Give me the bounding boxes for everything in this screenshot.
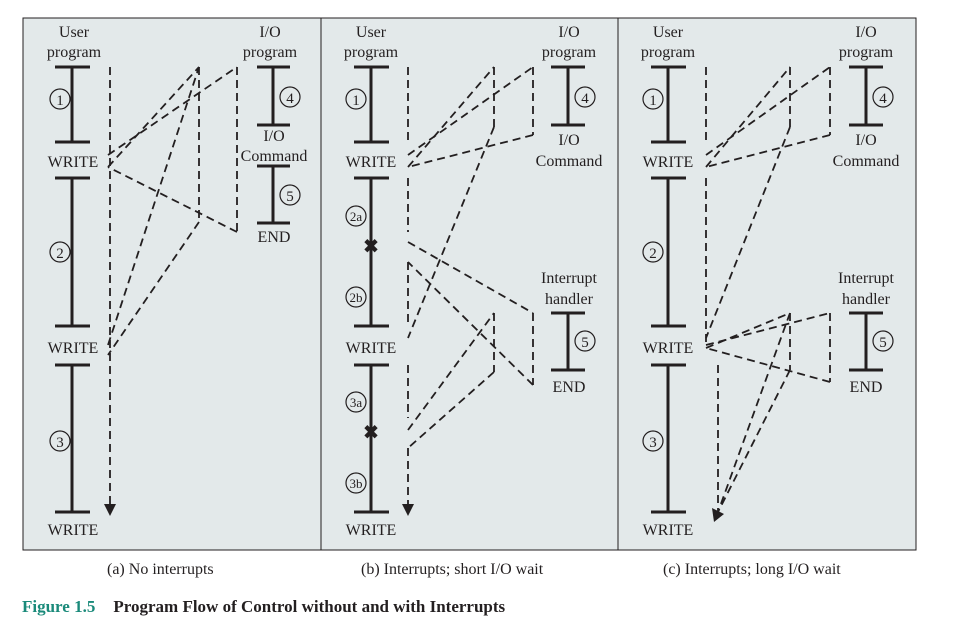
user-program-label-b-1: User — [356, 24, 387, 41]
io-command-label-a-2: Command — [241, 148, 308, 165]
flow-arrowhead-a — [104, 504, 116, 516]
panel-a: User program I/O program 1 2 3 4 5 WRITE… — [47, 24, 307, 539]
step-4-label-b: 4 — [581, 91, 589, 107]
user-program-label-a-2: program — [47, 44, 102, 61]
end-label-c: END — [850, 379, 883, 396]
step-5-marker-a — [279, 184, 301, 206]
step-4-marker-c — [872, 86, 894, 108]
write-label-b-2: WRITE — [346, 340, 397, 357]
step-3-label-c: 3 — [649, 435, 657, 451]
write-label-a-3: WRITE — [48, 522, 99, 539]
io-program-label-a-1: I/O — [259, 24, 280, 41]
step-3-label-a: 3 — [56, 435, 64, 451]
io-program-label-c-2: program — [839, 44, 894, 61]
io-program-segments-c — [849, 65, 883, 127]
user-program-segments-c — [651, 65, 686, 514]
write-label-a-2: WRITE — [48, 340, 99, 357]
diagram-canvas: User program I/O program 1 2 3 4 5 WRITE… — [22, 17, 917, 551]
write-label-c-1: WRITE — [643, 154, 694, 171]
io-program-label-a-2: program — [243, 44, 298, 61]
step-4-marker-a — [279, 86, 301, 108]
step-1-marker-a — [49, 88, 71, 110]
io-program-label-b-2: program — [542, 44, 597, 61]
step-5-marker-c — [872, 330, 894, 352]
io-command-label-c-2: Command — [833, 153, 900, 170]
step-2-marker-a — [49, 241, 71, 263]
end-label-a: END — [258, 229, 291, 246]
control-flow-a — [107, 66, 238, 506]
io-command-label-b-2: Command — [536, 153, 603, 170]
step-1-marker-b — [345, 88, 367, 110]
user-program-label-b-2: program — [344, 44, 399, 61]
io-program-segments-b — [551, 65, 585, 127]
interrupt-handler-label-c-2: handler — [842, 291, 891, 308]
interrupt-handler-label-b-1: Interrupt — [541, 270, 598, 287]
user-program-label-a-1: User — [59, 24, 90, 41]
step-2-label-a: 2 — [56, 246, 64, 262]
write-label-c-2: WRITE — [643, 340, 694, 357]
caption-panel-c: (c) Interrupts; long I/O wait — [663, 561, 841, 578]
step-1-label-a: 1 — [56, 93, 64, 109]
step-3a-label-b: 3a — [350, 395, 363, 410]
caption-panel-b: (b) Interrupts; short I/O wait — [361, 561, 544, 578]
io-command-label-c-1: I/O — [855, 132, 876, 149]
user-program-segments-a — [55, 65, 90, 514]
write-label-b-3: WRITE — [346, 522, 397, 539]
interrupt-handler-segment-c — [849, 311, 883, 372]
step-1-marker-c — [642, 88, 664, 110]
write-label-b-1: WRITE — [346, 154, 397, 171]
step-2a-label-b: 2a — [350, 209, 363, 224]
step-2-label-c: 2 — [649, 246, 657, 262]
interrupt-handler-label-c-1: Interrupt — [838, 270, 895, 287]
caption-panel-a: (a) No interrupts — [107, 561, 214, 578]
user-program-label-c-2: program — [641, 44, 696, 61]
step-4-marker-b — [574, 86, 596, 108]
step-2a-marker-b — [345, 205, 367, 227]
end-label-b: END — [553, 379, 586, 396]
step-5-label-c: 5 — [879, 335, 887, 351]
step-4-label-c: 4 — [879, 91, 887, 107]
step-3b-marker-b — [345, 472, 367, 494]
write-label-c-3: WRITE — [643, 522, 694, 539]
step-1-label-b: 1 — [352, 93, 360, 109]
step-1-label-c: 1 — [649, 93, 657, 109]
control-flow-c — [705, 66, 831, 513]
control-flow-b — [407, 66, 534, 506]
step-2b-label-b: 2b — [350, 290, 363, 305]
figure-caption: Figure 1.5 Program Flow of Control withou… — [22, 597, 505, 617]
figure-title: Program Flow of Control without and with… — [113, 597, 506, 616]
interrupt-mark-icon-b-1: ✖ — [363, 234, 380, 258]
step-3-marker-a — [49, 430, 71, 452]
flow-arrowhead-b — [402, 504, 414, 516]
panel-b: User program I/O program ✖ ✖ 1 2a 2b 3a … — [344, 24, 602, 539]
user-program-segments-b — [354, 65, 389, 514]
interrupt-handler-segment-b — [551, 311, 585, 372]
io-program-label-b-1: I/O — [558, 24, 579, 41]
step-3a-marker-b — [345, 391, 367, 413]
io-program-label-c-1: I/O — [855, 24, 876, 41]
interrupt-mark-icon-b-2: ✖ — [363, 420, 380, 444]
io-command-label-a-1: I/O — [263, 128, 284, 145]
interrupt-handler-label-b-2: handler — [545, 291, 594, 308]
panel-c: User program I/O program 1 2 3 4 5 WRITE… — [641, 24, 899, 539]
figure-number: Figure 1.5 — [22, 597, 96, 616]
step-5-label-a: 5 — [286, 189, 294, 205]
step-3-marker-c — [642, 430, 664, 452]
step-2-marker-c — [642, 241, 664, 263]
step-2b-marker-b — [345, 286, 367, 308]
io-program-segments-a — [257, 65, 290, 225]
flow-arrowhead-c — [712, 508, 724, 522]
step-5-label-b: 5 — [581, 335, 589, 351]
write-label-a-1: WRITE — [48, 154, 99, 171]
step-4-label-a: 4 — [286, 91, 294, 107]
step-5-marker-b — [574, 330, 596, 352]
io-command-label-b-1: I/O — [558, 132, 579, 149]
user-program-label-c-1: User — [653, 24, 684, 41]
step-3b-label-b: 3b — [350, 476, 363, 491]
